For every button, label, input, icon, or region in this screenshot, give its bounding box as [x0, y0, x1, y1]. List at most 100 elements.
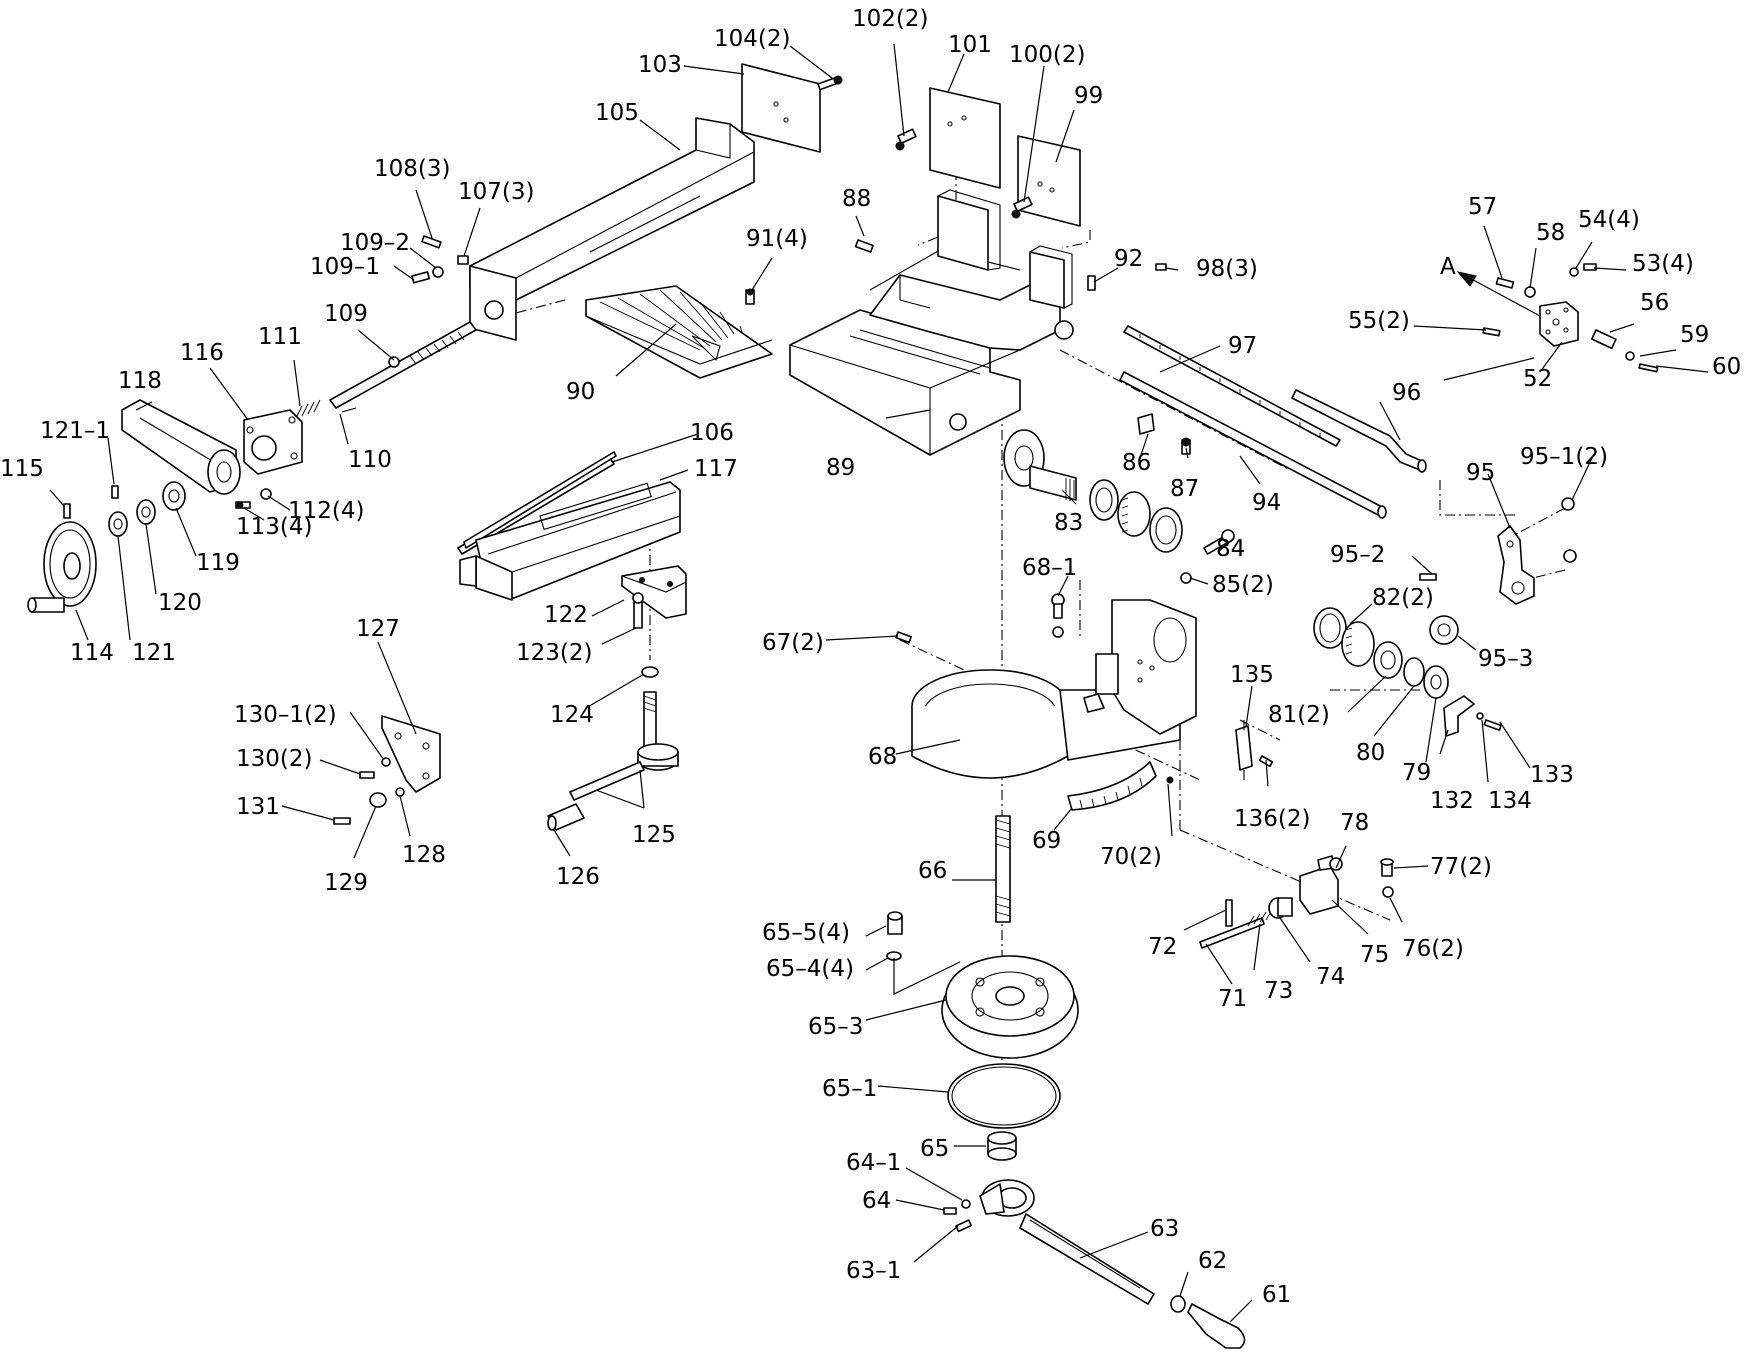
part-122-block [621, 565, 687, 619]
part-80-ring [1403, 657, 1425, 687]
part-121-1-screw [111, 485, 119, 499]
callout-108: 108(3) [374, 156, 450, 182]
callout-109-1: 109–1 [310, 254, 380, 280]
part-66-shaft [995, 815, 1011, 923]
part-131-screw [333, 817, 351, 825]
part-129-spacer [369, 792, 387, 808]
callout-113: 113(4) [236, 514, 312, 540]
callout-121: 121 [132, 640, 176, 666]
part-135-switch [1235, 720, 1253, 780]
callout-102: 102(2) [852, 6, 928, 32]
part-95-1-nut [1561, 497, 1577, 563]
callout-105: 105 [595, 100, 639, 126]
part-61-knob [1187, 1303, 1246, 1349]
part-99-jaw-plate [1017, 135, 1081, 227]
part-74-collar [1268, 897, 1293, 919]
callout-62: 62 [1198, 1248, 1227, 1274]
callout-68-1: 68–1 [1022, 555, 1077, 581]
part-111-spring [295, 399, 321, 419]
callout-70: 70(2) [1100, 844, 1162, 870]
callout-95: 95 [1466, 460, 1495, 486]
callout-96: 96 [1392, 380, 1421, 406]
part-114-handwheel [27, 521, 97, 613]
part-83-shaft [1003, 429, 1077, 501]
part-87-screw [1181, 437, 1191, 455]
part-127-plate [381, 715, 441, 793]
callout-114: 114 [70, 640, 114, 666]
part-105-arm [469, 117, 755, 341]
part-68-housing [911, 599, 1197, 779]
callout-66: 66 [918, 858, 947, 884]
callout-73: 73 [1264, 978, 1293, 1004]
callout-125: 125 [632, 822, 676, 848]
part-88-screw [854, 239, 874, 253]
part-56-bushing [1590, 329, 1617, 350]
callout-130: 130(2) [236, 746, 312, 772]
callout-57: 57 [1468, 194, 1497, 220]
part-102-screw [895, 128, 917, 151]
part-68-1-screw [1051, 593, 1065, 638]
callout-55: 55(2) [1348, 308, 1410, 334]
callout-134: 134 [1488, 788, 1532, 814]
callout-128: 128 [402, 842, 446, 868]
callout-98: 98(3) [1196, 256, 1258, 282]
part-64-screw [943, 1207, 957, 1215]
part-96-rod [1291, 389, 1427, 473]
callout-60: 60 [1712, 354, 1741, 380]
part-134-washer [1476, 712, 1484, 720]
callout-65-5: 65–5(4) [762, 920, 850, 946]
callout-120: 120 [158, 590, 202, 616]
part-57-screw [1495, 277, 1515, 289]
callout-94: 94 [1252, 490, 1281, 516]
part-116-bracket [243, 409, 303, 475]
callout-129: 129 [324, 870, 368, 896]
callout-99: 99 [1074, 83, 1103, 109]
part-89-table [789, 189, 1074, 456]
part-84-bolt [1203, 529, 1235, 555]
part-92-screw [1087, 275, 1096, 291]
part-53-screw [1583, 263, 1597, 271]
part-65-5-screw [887, 911, 903, 935]
callout-76: 76(2) [1402, 936, 1464, 962]
callout-82: 82(2) [1372, 585, 1434, 611]
part-60-screw [1638, 363, 1659, 373]
part-115-screw [63, 503, 71, 519]
part-82-bearing-roller [1341, 621, 1375, 667]
callout-65-1: 65–1 [822, 1076, 877, 1102]
part-52-block [1539, 301, 1579, 347]
callout-65-3: 65–3 [808, 1014, 863, 1040]
callout-112: 112(4) [288, 498, 364, 524]
part-63-1-screw [955, 1219, 973, 1233]
callout-75: 75 [1360, 942, 1389, 968]
callout-127: 127 [356, 616, 400, 642]
part-109-1-screw [411, 271, 431, 284]
callout-110: 110 [348, 447, 392, 473]
callout-74: 74 [1316, 964, 1345, 990]
callout-79: 79 [1402, 760, 1431, 786]
callout-88: 88 [842, 186, 871, 212]
callout-123: 123(2) [516, 640, 592, 666]
part-128-washer [395, 787, 405, 797]
part-59-washer [1625, 351, 1635, 361]
callout-63: 63 [1150, 1216, 1179, 1242]
part-77-screw [1380, 858, 1394, 877]
callout-92: 92 [1114, 246, 1143, 272]
part-67-screw [895, 631, 912, 644]
callout-97: 97 [1228, 333, 1257, 359]
part-62-washer [1170, 1295, 1186, 1313]
callout-59: 59 [1680, 322, 1709, 348]
callout-103: 103 [638, 52, 682, 78]
callout-53: 53(4) [1632, 251, 1694, 277]
callout-101: 101 [948, 32, 992, 58]
part-121-nut [108, 511, 128, 537]
part-118-arm [121, 399, 241, 495]
part-81-washer [1373, 641, 1403, 679]
callout-67: 67(2) [762, 630, 824, 656]
part-123-screw [632, 592, 644, 629]
callout-122: 122 [544, 602, 588, 628]
direction-arrow-a [1456, 271, 1541, 317]
part-65-bushing [987, 1131, 1017, 1161]
part-86-clip [1137, 413, 1155, 435]
callout-136: 136(2) [1234, 806, 1310, 832]
callout-131: 131 [236, 794, 280, 820]
